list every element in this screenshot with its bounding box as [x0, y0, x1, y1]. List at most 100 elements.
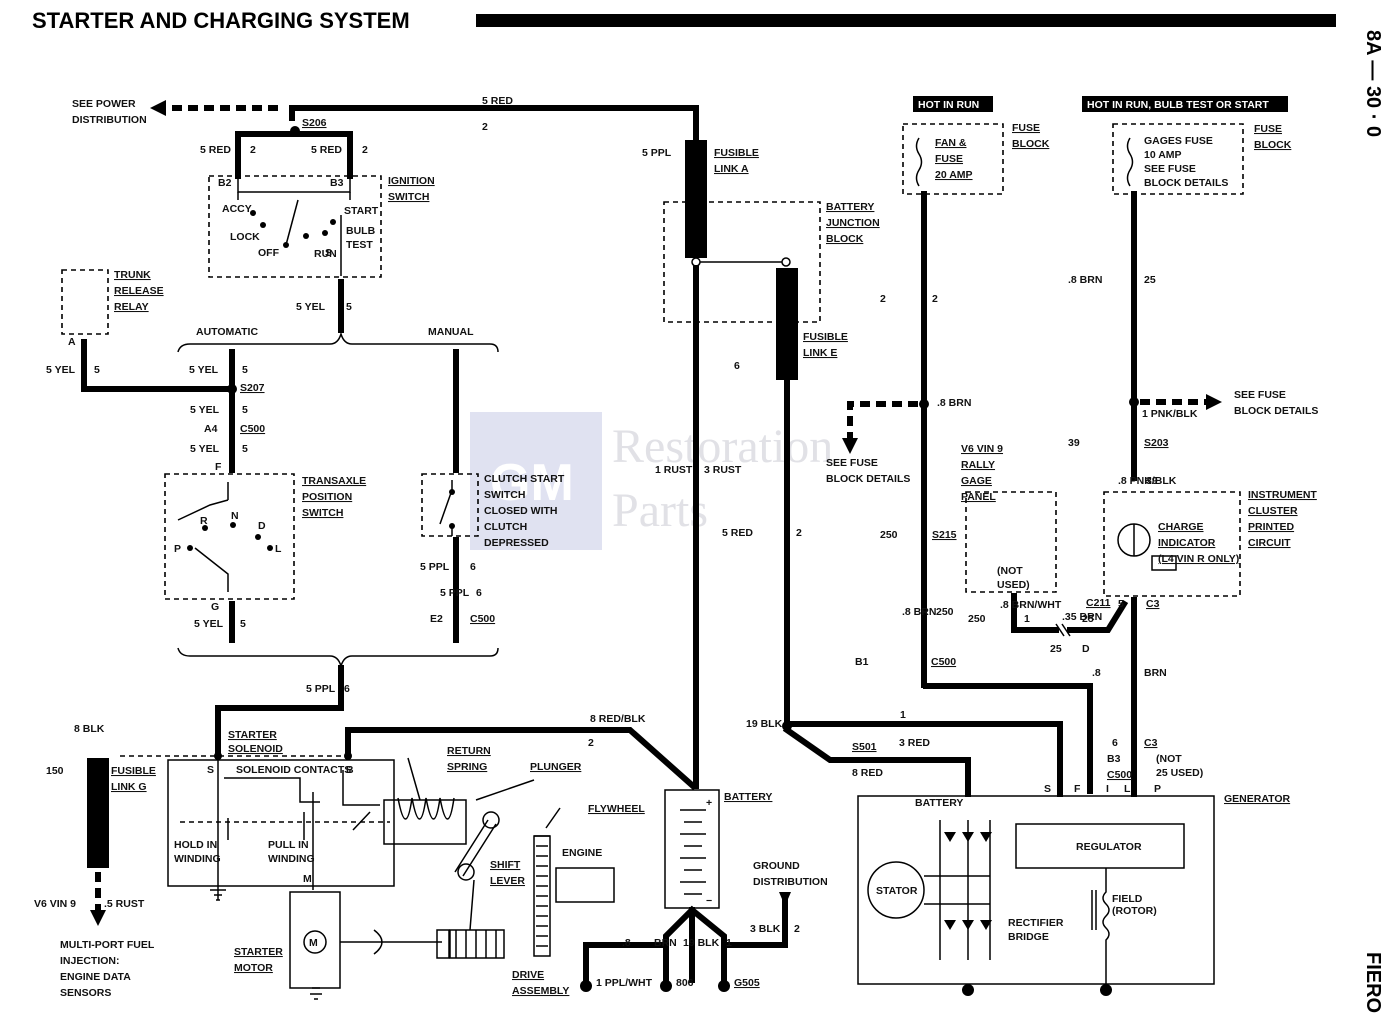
svg-text:M: M	[309, 937, 318, 949]
wire-label-3: 2	[362, 144, 368, 156]
wire-label-58: D	[1082, 643, 1090, 655]
gen-grounds	[962, 984, 1112, 996]
label-fan-fuse: FUSE	[935, 153, 963, 165]
label-clutch: DEPRESSED	[484, 537, 549, 549]
switch-label-b2: B2	[218, 177, 232, 189]
label-battery: BATTERY	[724, 791, 772, 803]
label-manual: MANUAL	[428, 326, 474, 338]
label-see-fuse-right: SEE FUSE	[1234, 389, 1286, 401]
wire-label-71: C3	[1146, 598, 1160, 610]
wire-label-69: 39	[1146, 475, 1158, 487]
footer-label: FIERO	[1362, 952, 1384, 1013]
wire-label-72: 6	[1112, 737, 1118, 749]
arrow-power-dist-icon	[150, 100, 166, 116]
wire-label-39: 19 BLK	[746, 718, 783, 730]
wire-label-31: 5 PPL	[642, 147, 672, 159]
hdr-hot-run-text: HOT IN RUN	[918, 99, 979, 111]
label-fusible-link-e: LINK E	[803, 347, 837, 359]
switch-label-b3: B3	[330, 177, 344, 189]
wire-label-22: 5	[240, 618, 246, 630]
gen-terminal-f: F	[1074, 783, 1081, 795]
label-mpfi: ENGINE DATA	[60, 971, 131, 983]
wire-8brn-c211	[1067, 599, 1129, 633]
ignition-switch-box	[208, 175, 382, 278]
label-clutch: CLUTCH START	[484, 473, 565, 485]
switch-label-accy: ACCY	[222, 203, 252, 215]
wire-label-19: 5 YEL	[190, 443, 220, 455]
wire-label-10: 5 YEL	[46, 364, 76, 376]
wire-label-76: .8	[622, 937, 631, 949]
wire-label-18: C500	[240, 423, 265, 435]
wire-label-1: 2	[250, 144, 256, 156]
wire-label-13: 5	[242, 364, 248, 376]
wire-label-6: S206	[302, 117, 327, 129]
wire-label-74: B3	[1107, 753, 1121, 765]
label-fusible-link-g: FUSIBLE	[111, 765, 156, 777]
switch-label-test: TEST	[346, 239, 373, 251]
wire-label-62: BRN	[1144, 667, 1167, 679]
label-transaxle: TRANSAXLE	[302, 475, 366, 487]
wire-label-2: 5 RED	[311, 144, 342, 156]
watermark-line1: Restoration	[612, 420, 833, 473]
wire-label-57: 25	[1050, 643, 1062, 655]
label-regulator: REGULATOR	[1076, 841, 1142, 853]
wire-label-79: 1	[726, 937, 732, 949]
label-not-25-used: 25 USED)	[1156, 767, 1203, 779]
label-fusible-link-a: LINK A	[714, 163, 749, 175]
wire-label-70: 5	[1118, 598, 1124, 610]
switch-label-s: S	[325, 247, 332, 259]
stator-icon	[867, 861, 925, 919]
watermark-line2: Parts	[612, 484, 708, 537]
label-clutch: CLOSED WITH	[484, 505, 558, 517]
label-drive-assembly: ASSEMBLY	[512, 985, 569, 997]
label-battery-junction: BATTERY	[826, 201, 874, 213]
wire-label-86: 1 PPL/WHT	[596, 977, 653, 989]
wire-label-29: 5 PPL	[306, 683, 336, 695]
wire-3red-gen	[784, 721, 1063, 797]
wire-label-56: .35 BRN	[1062, 611, 1102, 623]
wire-label-7: 5 YEL	[296, 301, 326, 313]
wire-label-55: 1	[1024, 613, 1030, 625]
wire-see-fuse-left	[847, 401, 918, 440]
label-pull-in: PULL IN	[268, 839, 309, 851]
label-starter-solenoid: SOLENOID	[228, 743, 283, 755]
wire-label-38: 2	[588, 737, 594, 749]
label-fusible-link-g: LINK G	[111, 781, 147, 793]
wire-label-26: 6	[476, 587, 482, 599]
label-instrument-cluster: CLUSTER	[1248, 505, 1298, 517]
wire-label-8: 5	[346, 301, 352, 313]
wire-label-61: .8	[1092, 667, 1101, 679]
label-transaxle: SWITCH	[302, 507, 343, 519]
gen-terminal-s: S	[1044, 783, 1051, 795]
wire-19blk-solenoid	[345, 727, 698, 791]
wire-label-84: V6 VIN 9	[34, 898, 76, 910]
label-fan-fuse: 20 AMP	[935, 169, 973, 181]
label-rally: GAGE	[961, 475, 992, 487]
label-fuse-block-b: FUSE	[1254, 123, 1282, 135]
label-generator: GENERATOR	[1224, 793, 1291, 805]
hdr-hot-run-bulb	[1082, 96, 1288, 112]
gen-terminal-i: I	[1106, 783, 1109, 795]
fusible-link-a	[685, 140, 707, 258]
label-rally: PANEL	[961, 491, 996, 503]
wire-label-41: S501	[852, 741, 877, 753]
label-ground-dist: DISTRIBUTION	[753, 876, 828, 888]
wire-label-48: S215	[932, 529, 957, 541]
label-fusible-link-a: FUSIBLE	[714, 147, 759, 159]
label-stator: STATOR	[876, 885, 918, 897]
label-rally: V6 VIN 9	[961, 443, 1003, 455]
label-see-fuse-right: BLOCK DETAILS	[1234, 405, 1318, 417]
engine-box	[555, 867, 615, 903]
wire-label-87: 806	[676, 977, 694, 989]
label-mpfi: MULTI-PORT FUEL	[60, 939, 155, 951]
wire-5ppl-solenoid	[215, 665, 344, 759]
return-spring	[397, 797, 455, 820]
starter-solenoid-box	[167, 759, 395, 887]
wire-label-43: 8 RED	[852, 767, 883, 779]
switch-label-lock: LOCK	[230, 231, 260, 243]
wire-label-52: C500	[931, 656, 956, 668]
label-trunk-release-relay: TRUNK	[114, 269, 151, 281]
wire-label-64: 25	[1144, 274, 1156, 286]
regulator-box	[1015, 823, 1185, 869]
